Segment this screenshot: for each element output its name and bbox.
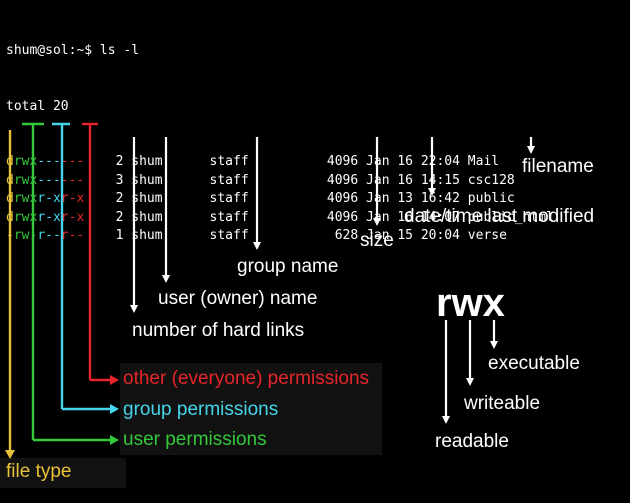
label-size: size [360, 230, 394, 251]
perm-user: rwx [13, 172, 38, 188]
perm-group: --- [37, 172, 61, 188]
perm-other: --- [60, 172, 85, 188]
label-box-file-type [0, 458, 126, 488]
arrow-filename-head [527, 146, 535, 154]
row-details: 1 shum staff 628 Jan 15 20:04 verse [84, 228, 507, 243]
label-writeable: writeable [464, 393, 541, 414]
rwx-letters: rwx [436, 281, 505, 325]
listing-row: drwx------ 3 shum staff 4096 Jan 16 14:1… [6, 172, 554, 191]
perm-group: r-- [37, 228, 61, 243]
perm-group: --- [37, 154, 61, 169]
listing-row: drwxr-xr-x 2 shum staff 4096 Jan 13 16:4… [6, 190, 554, 209]
label-readable: readable [435, 431, 509, 452]
perm-other: r-- [60, 228, 85, 243]
label-owner-name: user (owner) name [158, 288, 318, 309]
bracket-other [82, 122, 112, 382]
label-group-name: group name [237, 256, 339, 277]
perm-other: r-x [60, 209, 85, 225]
perm-user: rw- [13, 228, 38, 243]
prompt-line: shum@sol:~$ ls -l [6, 43, 140, 58]
perm-user: rwx [13, 209, 38, 225]
listing-rows: drwx------ 2 shum staff 4096 Jan 16 22:0… [6, 153, 554, 246]
perm-other: --- [60, 154, 85, 169]
listing-row: drwx------ 2 shum staff 4096 Jan 16 22:0… [6, 153, 554, 172]
label-file-type: file type [6, 461, 72, 482]
label-box-other [120, 363, 382, 395]
label-executable: executable [488, 353, 580, 374]
label-hard-links: number of hard links [132, 320, 305, 341]
row-details: 2 shum staff 4096 Jan 16 22:04 Mail [84, 154, 500, 169]
perm-user: rwx [13, 191, 38, 206]
total-line: total 20 [6, 98, 69, 114]
label-date-time: date/time last modified [404, 206, 595, 227]
label-filename: filename [522, 156, 594, 177]
bracket-group [52, 122, 112, 411]
label-box-group [120, 395, 382, 425]
perm-user: rwx [13, 154, 38, 169]
label-other-permissions: other (everyone) permissions [123, 368, 370, 389]
perm-group: r-x [37, 209, 61, 225]
listing-row: -rw-r--r-- 1 shum staff 628 Jan 15 20:04… [6, 227, 554, 246]
perm-group: r-x [37, 191, 61, 206]
perm-other: r-x [60, 191, 85, 206]
row-details: 2 shum staff 4096 Jan 13 16:42 public [84, 191, 515, 206]
label-box-user [120, 425, 382, 455]
label-group-permissions: group permissions [123, 399, 279, 420]
bracket-user [22, 122, 112, 442]
label-user-permissions: user permissions [123, 429, 267, 450]
terminal-output: shum@sol:~$ ls -l total 20 drwx------ 2 … [6, 5, 554, 264]
